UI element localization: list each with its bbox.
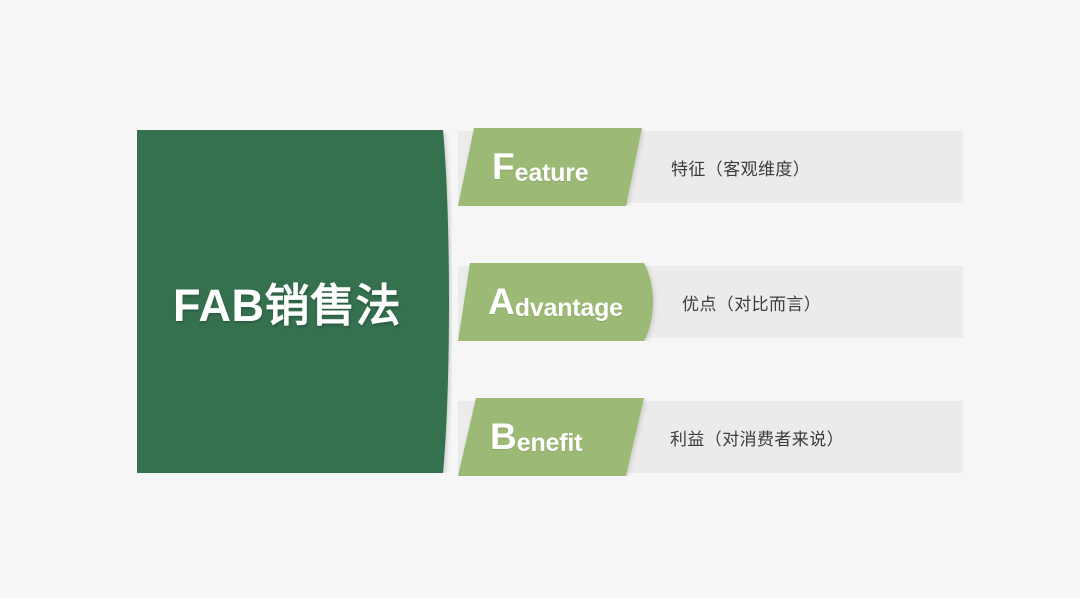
brand-panel: FAB销售法 [137, 130, 452, 473]
tag-curved-banner-icon [458, 263, 653, 341]
tag-rest-letters: dvantage [514, 293, 623, 322]
row-description-advantage: 优点（对比而言） [682, 294, 822, 314]
row-description-feature: 特征（客观维度） [671, 159, 811, 179]
brand-panel-shape [137, 130, 449, 473]
tag-rest-letters: eature [514, 158, 589, 187]
row-description-benefit: 利益（对消费者来说） [670, 429, 844, 449]
tag-initial-letter: B [490, 415, 517, 457]
tag-parallelogram-icon [458, 128, 642, 206]
page-title: FAB销售法 [172, 280, 401, 331]
tag-parallelogram-icon [458, 398, 644, 476]
tag-initial-letter: A [488, 280, 515, 322]
tag-initial-letter: F [492, 145, 515, 187]
tag-rest-letters: enefit [516, 428, 583, 457]
